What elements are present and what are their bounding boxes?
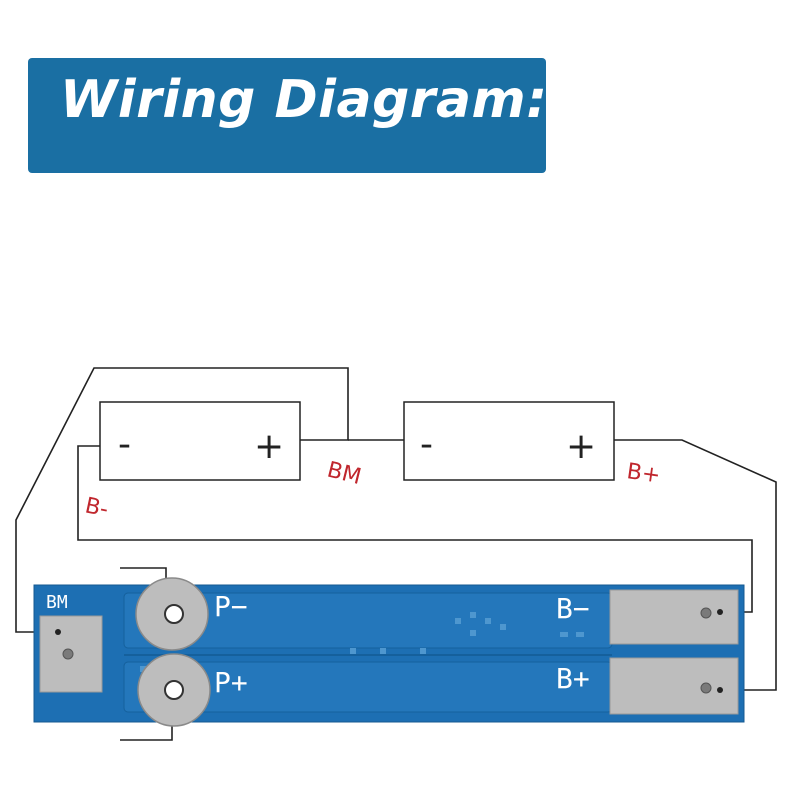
diagram-title: Wiring Diagram: bbox=[60, 70, 548, 130]
b-plus-pad bbox=[609, 657, 739, 715]
b-plus-wire-end bbox=[717, 687, 723, 693]
bm-wire-end bbox=[55, 629, 61, 635]
b-minus-pad bbox=[609, 589, 739, 645]
title-banner: Wiring Diagram: bbox=[28, 58, 548, 173]
p-minus-hole bbox=[164, 604, 184, 624]
b-minus-screw bbox=[700, 607, 712, 619]
bm-wire-label: BM bbox=[325, 458, 364, 491]
pcb-p-minus-label: P− bbox=[214, 590, 248, 623]
pcb-bm-label: BM bbox=[46, 592, 68, 613]
b-plus-wire bbox=[614, 439, 777, 691]
bm-screw bbox=[62, 648, 74, 660]
protection-board: BM P− P+ B− B+ bbox=[33, 577, 745, 727]
wires bbox=[15, 367, 777, 741]
cell-1-negative-sign: - bbox=[118, 424, 131, 465]
battery-cell-1: - + bbox=[99, 401, 301, 481]
battery-cell-2: - + bbox=[403, 401, 615, 481]
b-minus-wire-end bbox=[717, 609, 723, 615]
b-minus-wire-label: B- bbox=[83, 493, 111, 522]
cell-2-positive-sign: + bbox=[566, 426, 596, 467]
b-plus-wire-label: B+ bbox=[625, 459, 662, 488]
cell-2-negative-sign: - bbox=[420, 424, 433, 465]
pcb-components bbox=[140, 612, 584, 672]
b-plus-screw bbox=[700, 682, 712, 694]
pcb-p-plus-label: P+ bbox=[214, 666, 248, 699]
pcb-b-minus-label: B− bbox=[556, 592, 590, 625]
cell-1-positive-sign: + bbox=[254, 426, 284, 467]
pcb-b-plus-label: B+ bbox=[556, 662, 590, 695]
p-plus-hole bbox=[164, 680, 184, 700]
b-minus-wire bbox=[77, 445, 753, 613]
wire-terminals bbox=[55, 609, 723, 693]
